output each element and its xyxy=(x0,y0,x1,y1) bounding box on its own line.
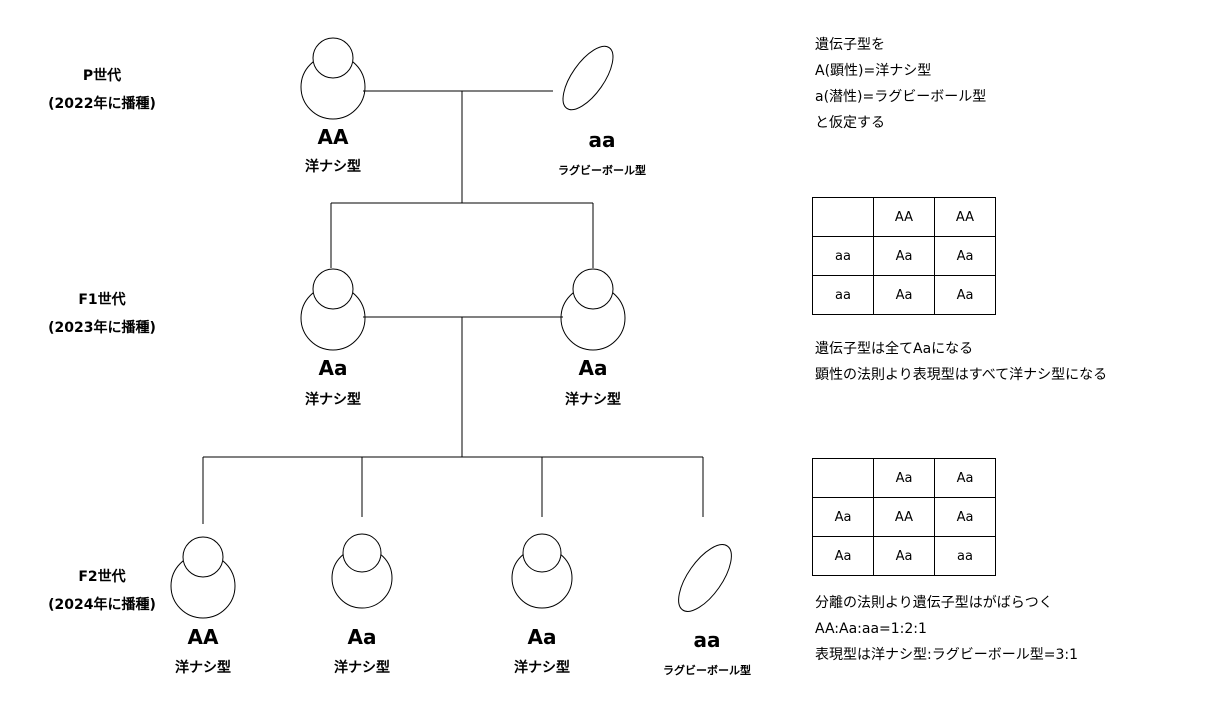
generation-label-f1: F1世代 (2023年に播種) xyxy=(48,292,156,336)
punnett-f2-note-1: 分離の法則より遺伝子型はがばらつく xyxy=(815,595,1053,611)
punnett-square-f1: AA AA aa Aa Aa aa Aa Aa xyxy=(812,197,996,315)
punnett-f2-cell: Aa xyxy=(812,536,874,576)
phenotype-f2-3: 洋ナシ型 xyxy=(514,660,570,676)
generation-label-f2: F2世代 (2024年に播種) xyxy=(48,569,156,613)
punnett-f1-cell: AA xyxy=(873,197,935,237)
plant-f1-right-pear xyxy=(560,268,626,351)
punnett-f2-cell: Aa xyxy=(934,458,996,498)
punnett-f2-cell: aa xyxy=(934,536,996,576)
phenotype-f1-left: 洋ナシ型 xyxy=(305,392,361,408)
assumption-line-3: a(潜性)=ラグビーボール型 xyxy=(815,89,987,105)
phenotype-p-right: ラグビーボール型 xyxy=(558,164,646,177)
punnett-square-f2: Aa Aa Aa AA Aa Aa Aa aa xyxy=(812,458,996,576)
punnett-f2-cell: Aa xyxy=(812,497,874,537)
punnett-f1-row: aa Aa Aa xyxy=(812,236,996,276)
generation-label-p: P世代 (2022年に播種) xyxy=(48,68,156,112)
phenotype-f2-2: 洋ナシ型 xyxy=(334,660,390,676)
plant-f2-3-pear xyxy=(511,533,573,609)
punnett-f1-cell xyxy=(812,197,874,237)
punnett-f1-notes: 遺伝子型は全てAaになる 顕性の法則より表現型はすべて洋ナシ型になる xyxy=(815,336,1107,388)
punnett-f1-cell: Aa xyxy=(873,236,935,276)
punnett-f2-cell: AA xyxy=(873,497,935,537)
punnett-f2-row: Aa Aa aa xyxy=(812,536,996,576)
assumption-line-4: と仮定する xyxy=(815,115,885,131)
phenotype-f2-4: ラグビーボール型 xyxy=(663,664,751,677)
punnett-f1-cell: AA xyxy=(934,197,996,237)
plant-p-left-pear xyxy=(300,37,366,120)
punnett-f2-note-3: 表現型は洋ナシ型:ラグビーボール型=3:1 xyxy=(815,647,1078,663)
punnett-f2-cell: Aa xyxy=(873,458,935,498)
phenotype-p-left: 洋ナシ型 xyxy=(305,159,361,175)
punnett-f1-cell: Aa xyxy=(934,236,996,276)
genotype-f2-3: Aa xyxy=(527,625,557,649)
punnett-f1-note-2: 顕性の法則より表現型はすべて洋ナシ型になる xyxy=(815,367,1108,383)
punnett-f1-cell: aa xyxy=(812,275,874,315)
plant-f2-1-pear xyxy=(170,536,236,619)
punnett-f2-cell: Aa xyxy=(934,497,996,537)
genotype-f2-4: aa xyxy=(693,628,721,652)
plant-f1-left-pear xyxy=(300,268,366,351)
assumption-line-1: 遺伝子型を xyxy=(815,37,885,53)
phenotype-f1-right: 洋ナシ型 xyxy=(565,392,621,408)
punnett-f2-notes: 分離の法則より遺伝子型はがばらつく AA:Aa:aa=1:2:1 表現型は洋ナシ… xyxy=(815,590,1078,668)
genotype-p-left: AA xyxy=(317,125,349,149)
punnett-f1-cell: Aa xyxy=(934,275,996,315)
genotype-f1-left: Aa xyxy=(318,356,348,380)
assumption-note: 遺伝子型を A(顕性)=洋ナシ型 a(潜性)=ラグビーボール型 と仮定する xyxy=(815,32,986,136)
punnett-f1-cell: Aa xyxy=(873,275,935,315)
assumption-line-2: A(顕性)=洋ナシ型 xyxy=(815,63,932,79)
punnett-f1-cell: aa xyxy=(812,236,874,276)
plant-f2-2-pear xyxy=(331,533,393,609)
punnett-f2-row: Aa AA Aa xyxy=(812,497,996,537)
plant-f2-4-rugby xyxy=(678,544,732,612)
punnett-f1-note-1: 遺伝子型は全てAaになる xyxy=(815,341,974,357)
punnett-f1-row: aa Aa Aa xyxy=(812,275,996,315)
punnett-f2-cell: Aa xyxy=(873,536,935,576)
punnett-f1-row: AA AA xyxy=(812,197,996,237)
genotype-f2-1: AA xyxy=(187,625,219,649)
genotype-f1-right: Aa xyxy=(578,356,608,380)
genotype-f2-2: Aa xyxy=(347,625,377,649)
punnett-f2-cell xyxy=(812,458,874,498)
punnett-f2-row: Aa Aa xyxy=(812,458,996,498)
phenotype-f2-1: 洋ナシ型 xyxy=(175,660,231,676)
plant-p-right-rugby xyxy=(562,45,614,111)
punnett-f2-note-2: AA:Aa:aa=1:2:1 xyxy=(815,621,927,637)
genotype-p-right: aa xyxy=(588,128,616,152)
